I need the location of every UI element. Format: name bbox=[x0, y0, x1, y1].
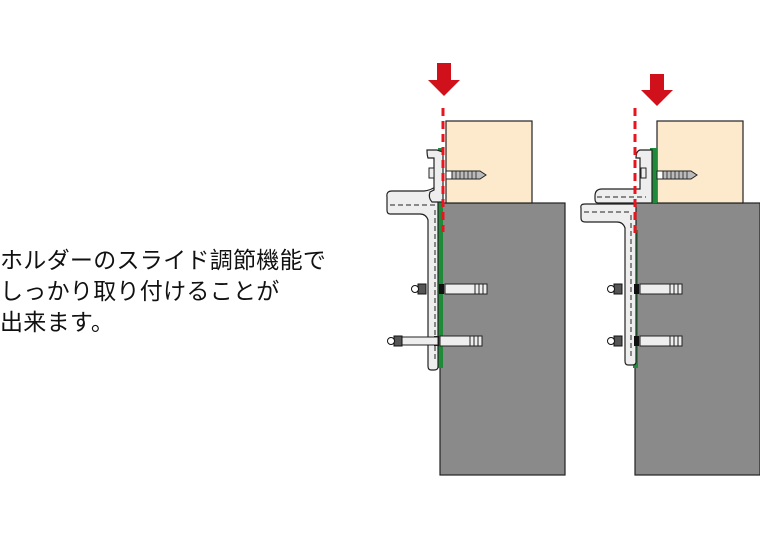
down-arrow-icon bbox=[428, 63, 460, 96]
wood-block bbox=[656, 120, 744, 204]
z-holder bbox=[594, 149, 653, 204]
wood-block bbox=[445, 120, 533, 204]
nut-icon bbox=[607, 283, 623, 295]
l-bracket bbox=[580, 203, 637, 366]
nut-icon bbox=[387, 335, 403, 347]
anchor-bolt-icon bbox=[633, 335, 683, 347]
anchor-bolt-icon bbox=[438, 283, 488, 295]
caption-line-3: 出来ます。 bbox=[0, 310, 115, 336]
nut-icon bbox=[411, 283, 427, 295]
bolt-head-icon bbox=[640, 167, 647, 179]
z-holder bbox=[426, 149, 444, 203]
caption-line-1: ホルダーのスライド調節機能で bbox=[0, 248, 327, 274]
wood-screw-icon bbox=[445, 170, 487, 180]
anchor-bolt-icon bbox=[633, 283, 683, 295]
down-arrow-icon bbox=[641, 74, 673, 106]
diagram-before-adjustment bbox=[386, 63, 566, 476]
nut-icon bbox=[607, 335, 623, 347]
caption-line-2: しっかり取り付けることが bbox=[0, 279, 280, 305]
gasket-strip bbox=[650, 148, 657, 203]
anchor-bolt-icon bbox=[433, 335, 483, 347]
l-bracket bbox=[386, 185, 439, 371]
diagram-after-adjustment bbox=[580, 74, 760, 476]
wood-screw-icon bbox=[656, 170, 698, 180]
bolt-head-icon bbox=[428, 167, 435, 179]
gasket-strip bbox=[438, 148, 443, 368]
caption-text: ホルダーのスライド調節機能で しっかり取り付けることが 出来ます。 bbox=[0, 246, 326, 339]
